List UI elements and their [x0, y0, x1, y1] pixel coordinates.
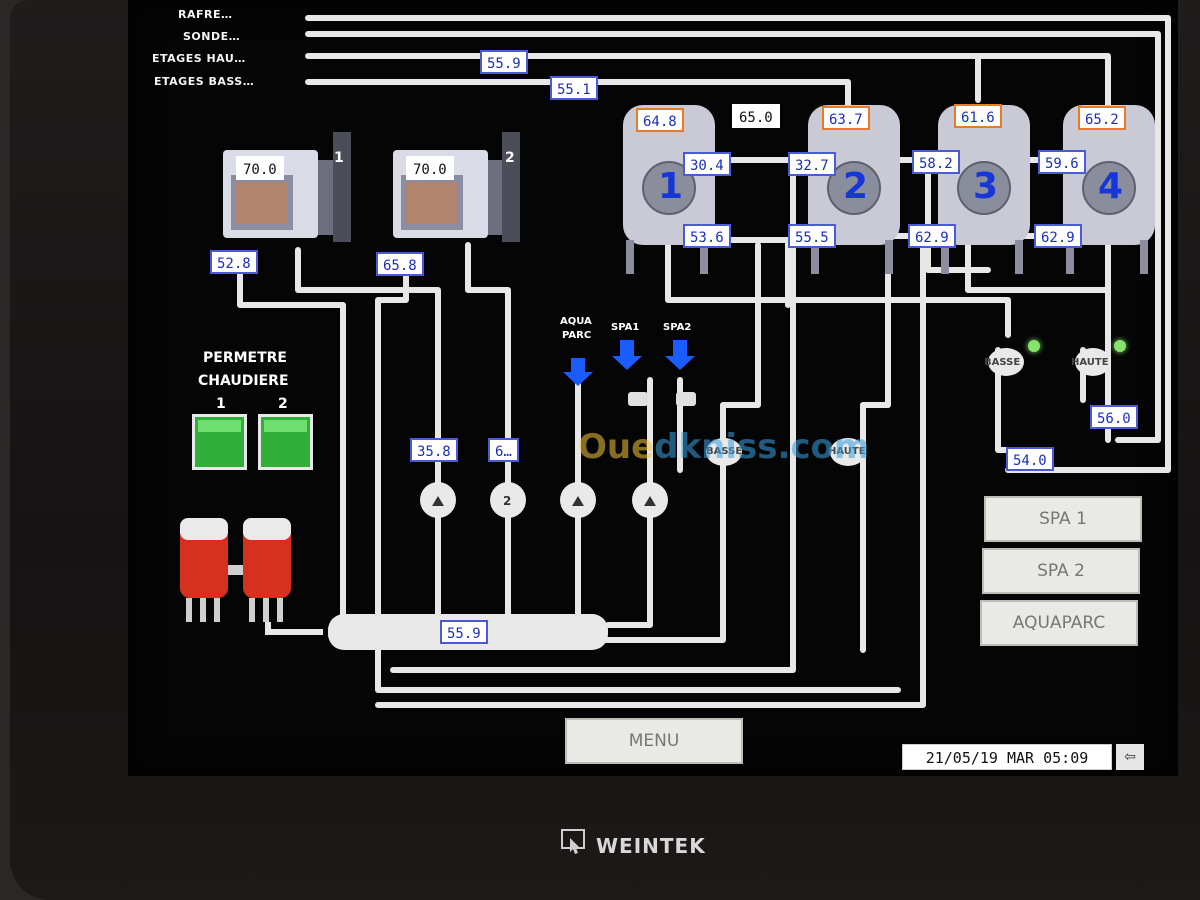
tank-2-top-temp: 63.7 — [822, 106, 870, 130]
haute-status-led — [1114, 340, 1126, 352]
watermark-part-1: Oue — [578, 427, 655, 467]
pipe-tank4-out — [965, 237, 1111, 353]
pipe-tank3-out — [375, 237, 926, 708]
tank-1-out-temp: 53.6 — [683, 224, 731, 248]
hmi-screen: RAFRE… SONDE… ETAGES HAU… ETAGES BASS… 5… — [128, 0, 1178, 776]
legend-line-1: RAFRE… — [178, 8, 233, 21]
tank-setpoint: 65.0 — [732, 104, 780, 128]
outlet-spa2-label: SPA2 — [663, 322, 692, 333]
legend-line-2: SONDE… — [183, 30, 241, 43]
tank-4-out-temp: 62.9 — [1034, 224, 1082, 248]
tank-4-in-temp: 59.6 — [1038, 150, 1086, 174]
tank-2-out-temp: 55.5 — [788, 224, 836, 248]
legend-line-3: ETAGES HAU… — [152, 52, 246, 65]
menu-button[interactable]: MENU — [565, 718, 743, 764]
boiler-2-return-temp: 65.8 — [376, 252, 424, 276]
pipe-spa1 — [605, 377, 653, 628]
piping-diagram — [180, 15, 1171, 708]
header-value-a: 55.9 — [480, 50, 528, 74]
pump-2-value: 6… — [488, 438, 519, 462]
basse-status-led — [1028, 340, 1040, 352]
permetre-boiler-1-button[interactable] — [192, 414, 247, 470]
pipe-boiler2-return — [375, 262, 901, 693]
pipe-header-2 — [305, 31, 1161, 443]
pipe-haute-loop — [860, 167, 891, 653]
pipe-tank-in-loop — [390, 162, 796, 673]
boiler-2-number: 2 — [505, 150, 515, 166]
boiler-2-temp: 70.0 — [406, 156, 454, 180]
right-haute-value: 56.0 — [1090, 405, 1138, 429]
tank-3-in-temp: 58.2 — [912, 150, 960, 174]
right-basse-label: BASSE — [984, 357, 1021, 368]
outlet-arrows — [563, 340, 695, 386]
aquaparc-button[interactable]: AQUAPARC — [980, 600, 1138, 646]
tank-3-top-temp: 61.6 — [954, 104, 1002, 128]
expansion-tanks-graphic — [180, 518, 323, 635]
ouedkniss-watermark: Ouedkniss.com — [578, 427, 869, 467]
tank-2-in-temp: 32.7 — [788, 152, 836, 176]
boiler-1-return-temp: 52.8 — [210, 250, 258, 274]
back-arrow-button[interactable]: ⇦ — [1116, 744, 1144, 770]
permetre-boiler-2-button[interactable] — [258, 414, 313, 470]
valve-haute-label: HAUTE — [828, 446, 866, 457]
right-haute-label: HAUTE — [1071, 357, 1109, 368]
valve-basse-label: BASSE — [706, 446, 743, 457]
date-time-display: 21/05/19 MAR 05:09 — [902, 744, 1112, 770]
tank-1-in-temp: 30.4 — [683, 152, 731, 176]
outlet-spa1-label: SPA1 — [611, 322, 640, 333]
boiler-1-graphic — [223, 132, 351, 242]
pipe-basse-loop — [535, 242, 761, 643]
permetre-boiler-2-label: 2 — [278, 396, 288, 412]
pipe-boiler1-return — [237, 255, 346, 638]
boiler-2-graphic — [393, 132, 520, 242]
boiler-1-number: 1 — [334, 150, 344, 166]
legend-line-4: ETAGES BASS… — [154, 75, 255, 88]
spa1-button[interactable]: SPA 1 — [984, 496, 1142, 542]
outlet-parc-label: PARC — [562, 330, 592, 341]
pump-1-value: 35.8 — [410, 438, 458, 462]
tank-4-top-temp: 65.2 — [1078, 106, 1126, 130]
header-value-b: 55.1 — [550, 76, 598, 100]
pipe-tank-bottom — [665, 242, 1011, 338]
pipe-boiler2-flow — [465, 242, 511, 503]
spa2-button[interactable]: SPA 2 — [982, 548, 1140, 594]
pipe-boiler1-flow — [295, 247, 441, 503]
tank-1-top-temp: 64.8 — [636, 108, 684, 132]
tank-3-number: 3 — [973, 166, 999, 207]
right-basse-value: 54.0 — [1006, 447, 1054, 471]
permetre-boiler-1-label: 1 — [216, 396, 226, 412]
pipe-header-4 — [305, 79, 851, 108]
tank-3-out-temp: 62.9 — [908, 224, 956, 248]
pipe-header-1 — [305, 15, 1171, 473]
tank-4-number: 4 — [1098, 166, 1124, 207]
pump-2-number: 2 — [503, 494, 512, 508]
pipe-basse-right — [995, 347, 1011, 453]
collector-value: 55.9 — [440, 620, 488, 644]
permetre-title-line2: CHAUDIERE — [198, 373, 289, 389]
outlet-aqua-label: AQUA — [560, 316, 592, 327]
tank-1-number: 1 — [658, 166, 684, 207]
weintek-brand: WEINTEK — [596, 834, 706, 858]
weintek-logo-icon — [561, 829, 585, 854]
permetre-title-line1: PERMETRE — [203, 350, 287, 366]
tank-2-number: 2 — [843, 166, 869, 207]
boiler-1-temp: 70.0 — [236, 156, 284, 180]
watermark-part-2: dkniss.com — [654, 427, 870, 467]
